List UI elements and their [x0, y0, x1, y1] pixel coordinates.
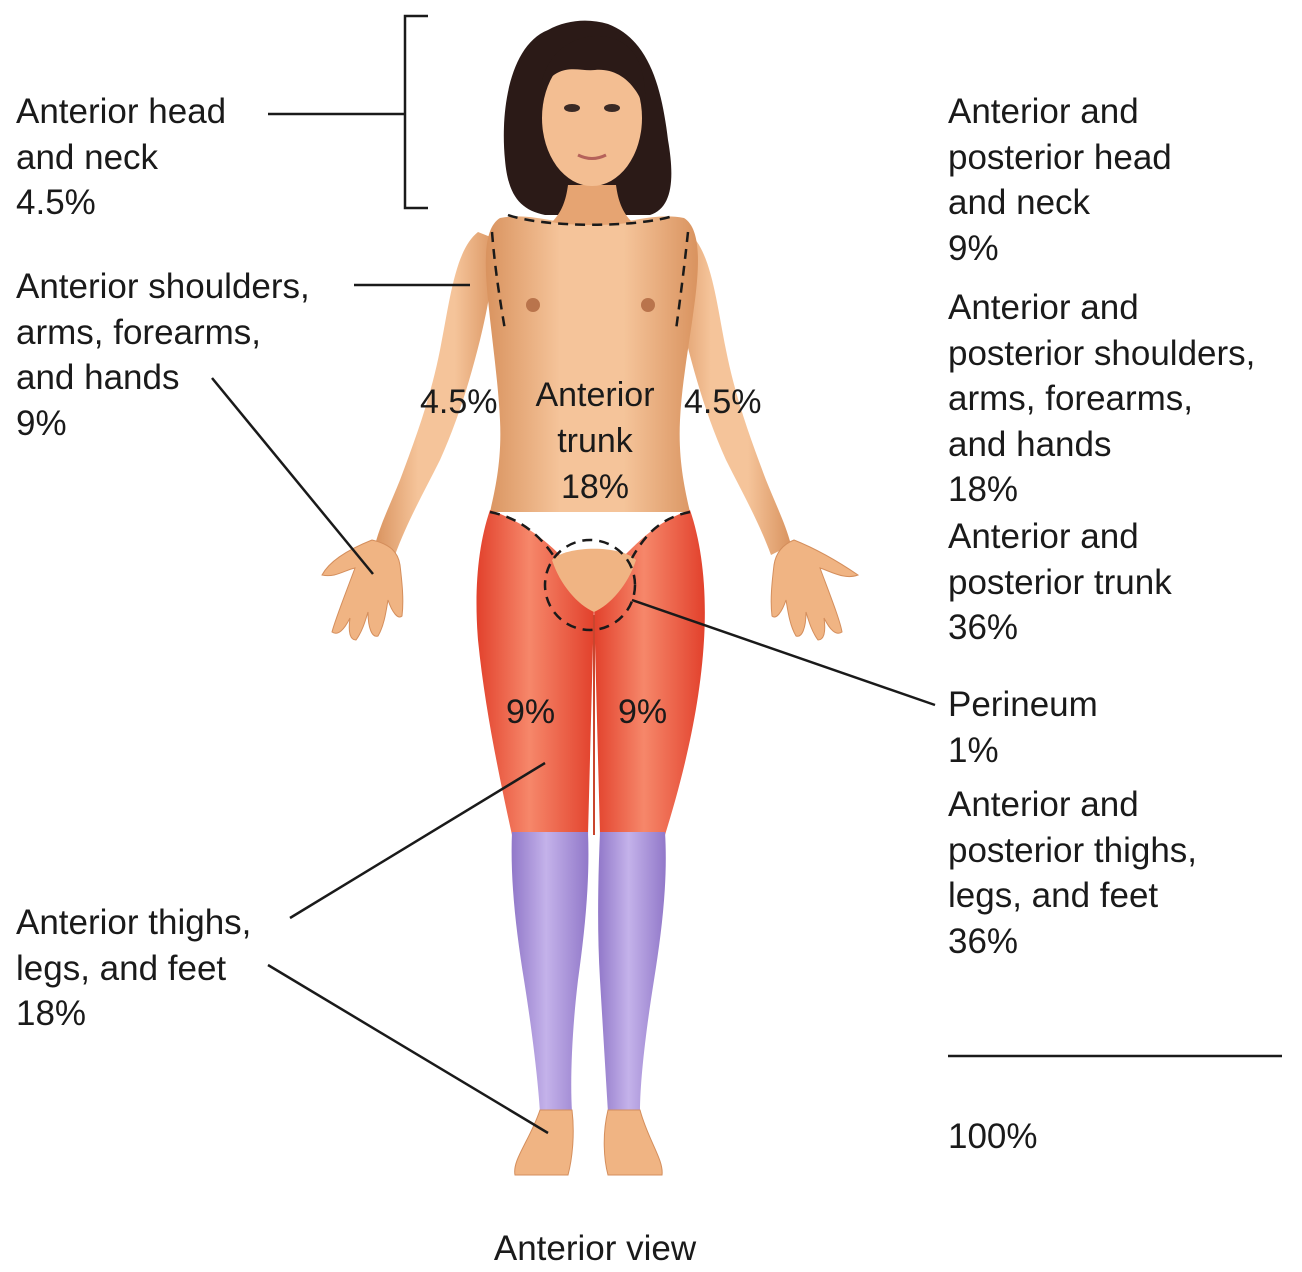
label-anterior-trunk: Anterior trunk 18% — [510, 372, 680, 510]
right-lower-leg — [598, 832, 666, 1112]
label-ap-arms: Anterior and posterior shoulders, arms, … — [948, 285, 1255, 513]
label-ap-trunk: Anterior and posterior trunk 36% — [948, 514, 1172, 651]
left-foot — [515, 1110, 574, 1175]
label-perineum: Perineum 1% — [948, 682, 1098, 773]
label-ap-legs: Anterior and posterior thighs, legs, and… — [948, 782, 1197, 964]
right-nipple — [641, 298, 655, 312]
label-anterior-legs: Anterior thighs, legs, and feet 18% — [16, 900, 251, 1037]
right-eye — [604, 104, 620, 112]
label-anterior-arms: Anterior shoulders, arms, forearms, and … — [16, 264, 310, 446]
left-lower-leg — [512, 832, 589, 1112]
left-hand — [322, 540, 403, 640]
label-right-thigh-pct: 9% — [618, 692, 667, 732]
label-left-thigh-pct: 9% — [506, 692, 555, 732]
right-hand — [771, 540, 858, 640]
right-foot — [604, 1110, 662, 1175]
label-total: 100% — [948, 1114, 1038, 1160]
left-eye — [564, 104, 580, 112]
head-bracket — [405, 16, 428, 208]
left-nipple — [526, 298, 540, 312]
caption-anterior-view: Anterior view — [440, 1226, 750, 1272]
label-anterior-head-neck: Anterior head and neck 4.5% — [16, 89, 226, 226]
label-right-arm-pct: 4.5% — [684, 382, 762, 422]
label-ap-head-neck: Anterior and posterior head and neck 9% — [948, 89, 1172, 271]
label-left-arm-pct: 4.5% — [420, 382, 498, 422]
